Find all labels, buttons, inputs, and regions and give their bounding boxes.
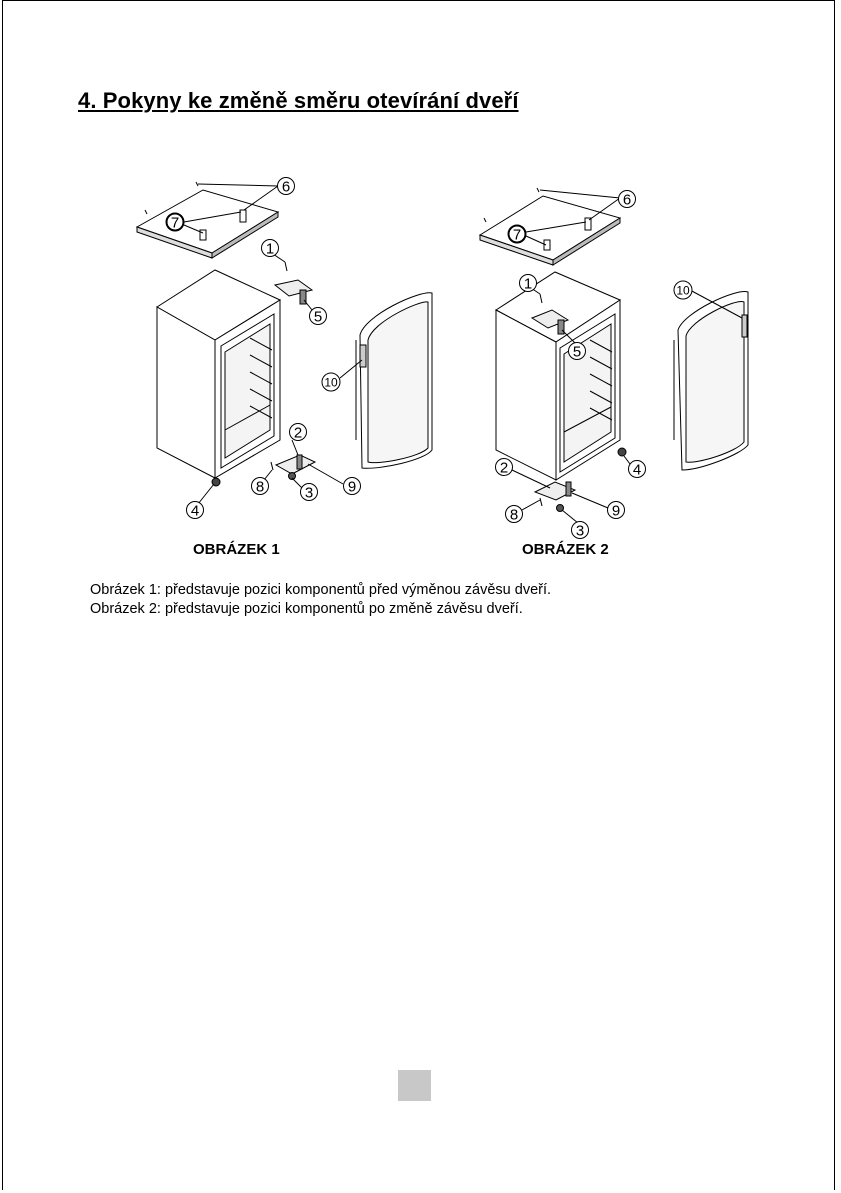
fig1-callout-7: 7 [167, 214, 184, 232]
fig1-callout-4: 4 [187, 502, 204, 520]
svg-text:10: 10 [676, 284, 690, 298]
fig1-callout-5: 5 [310, 308, 327, 326]
svg-text:9: 9 [348, 479, 356, 496]
fig2-door [674, 292, 748, 470]
svg-text:2: 2 [500, 460, 508, 477]
fig1-cabinet [157, 270, 280, 486]
fig1-callout-8: 8 [252, 478, 269, 496]
fig1-callout-10: 10 [322, 373, 340, 391]
svg-text:3: 3 [576, 523, 584, 540]
svg-text:7: 7 [513, 227, 521, 244]
svg-text:4: 4 [191, 503, 199, 520]
fig1-top-hinge [275, 262, 312, 304]
svg-text:7: 7 [171, 215, 179, 232]
figure-1-drawing: 6 7 1 5 10 2 8 3 9 4 [137, 178, 432, 520]
fig2-bottom-hinge [535, 482, 575, 512]
fig2-callout-3: 3 [572, 522, 589, 540]
svg-text:5: 5 [573, 344, 581, 361]
figure-1-description: Obrázek 1: představuje pozici komponentů… [90, 582, 551, 598]
figure-2-caption: OBRÁZEK 2 [522, 541, 609, 558]
fig2-cabinet [496, 272, 626, 480]
door-reversal-illustration: 6 7 1 5 10 2 8 3 9 4 [0, 0, 841, 620]
svg-text:5: 5 [314, 309, 322, 326]
svg-text:6: 6 [623, 192, 631, 209]
fig1-top-cover [137, 182, 278, 258]
figure-2-description: Obrázek 2: představuje pozici komponentů… [90, 601, 523, 617]
fig1-door [356, 293, 432, 469]
fig2-callout-4: 4 [629, 461, 646, 479]
fig2-callout-2: 2 [496, 459, 513, 477]
svg-text:1: 1 [524, 276, 532, 293]
svg-text:1: 1 [266, 241, 274, 258]
fig2-callout-6: 6 [619, 191, 636, 209]
figure-1-caption: OBRÁZEK 1 [193, 541, 280, 558]
fig1-callout-6: 6 [278, 178, 295, 196]
fig1-callout-9: 9 [344, 478, 361, 496]
svg-text:3: 3 [305, 485, 313, 502]
svg-text:6: 6 [282, 179, 290, 196]
svg-text:8: 8 [510, 507, 518, 524]
fig2-callout-10: 10 [674, 281, 692, 299]
page-number-box [398, 1070, 431, 1101]
svg-text:4: 4 [633, 462, 641, 479]
fig2-callout-7: 7 [509, 226, 526, 244]
svg-text:10: 10 [324, 376, 338, 390]
fig2-callout-9: 9 [608, 502, 625, 520]
fig1-callout-1: 1 [262, 240, 279, 258]
fig2-top-cover [480, 188, 620, 265]
svg-text:9: 9 [612, 503, 620, 520]
svg-text:8: 8 [256, 479, 264, 496]
figure-2-drawing: 6 7 1 10 5 4 2 8 9 3 [480, 188, 748, 540]
fig1-callout-2: 2 [290, 424, 307, 442]
svg-text:2: 2 [294, 425, 302, 442]
fig1-callout-3: 3 [301, 484, 318, 502]
fig2-callout-8: 8 [506, 506, 523, 524]
fig1-bottom-hinge [271, 455, 315, 480]
